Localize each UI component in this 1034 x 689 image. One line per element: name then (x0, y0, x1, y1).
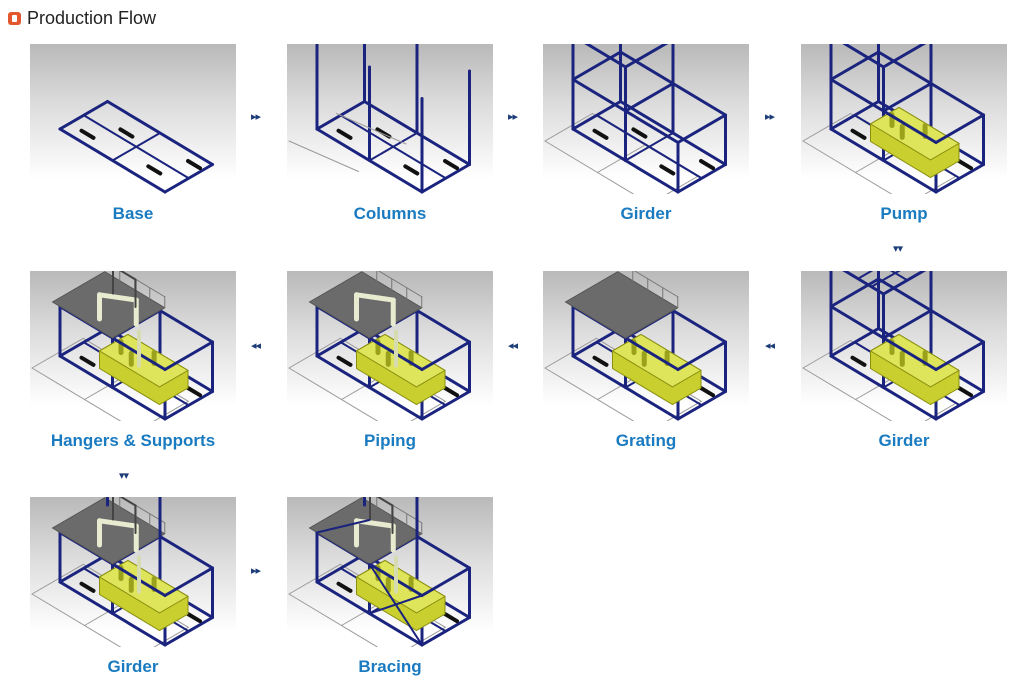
arrow-right-icon: ▸▸ (251, 111, 261, 123)
step-girder-1[interactable]: Girder (543, 44, 749, 224)
columns-illustration (287, 44, 493, 194)
girder-illustration (543, 44, 749, 194)
play-icon (8, 11, 21, 25)
frame-drawing (288, 497, 471, 647)
pump-illustration (801, 44, 1007, 194)
step-label: Piping (364, 431, 416, 450)
frame-drawing (288, 271, 471, 421)
step-grating[interactable]: Grating (543, 271, 749, 451)
step-label: Girder (878, 431, 930, 450)
step-label: Pump (880, 204, 928, 223)
arrow-down-icon: ▾▾ (893, 243, 903, 255)
piping-illustration (287, 271, 493, 421)
arrow-left-icon: ◂◂ (251, 340, 261, 352)
frame-drawing (288, 44, 471, 194)
base-illustration (30, 44, 236, 194)
step-label: Hangers & Supports (50, 431, 216, 450)
bracing-illustration (287, 497, 493, 647)
step-piping[interactable]: Piping (287, 271, 493, 451)
step-girder-3[interactable]: Girder (30, 497, 236, 677)
girder-illustration (801, 271, 1007, 421)
arrow-left-icon: ◂◂ (765, 340, 775, 352)
step-bracing[interactable]: Bracing (287, 497, 493, 677)
frame-drawing (31, 497, 214, 647)
step-label: Bracing (358, 657, 422, 676)
grating-illustration (543, 271, 749, 421)
step-label: Girder (620, 204, 672, 223)
step-columns[interactable]: Columns (287, 44, 493, 224)
frame-drawing (31, 271, 214, 421)
arrow-right-icon: ▸▸ (765, 111, 775, 123)
step-base[interactable]: Base (30, 44, 236, 224)
frame-drawing (544, 271, 727, 421)
frame-drawing (544, 44, 727, 194)
header: Production Flow (8, 6, 156, 30)
frame-drawing (58, 100, 214, 194)
step-pump[interactable]: Pump (801, 44, 1007, 224)
frame-drawing (802, 271, 985, 421)
page-title: Production Flow (27, 7, 157, 28)
arrow-left-icon: ◂◂ (508, 340, 518, 352)
step-label: Base (112, 204, 154, 223)
step-label: Girder (107, 657, 159, 676)
hangers-supports-illustration (30, 271, 236, 421)
step-label: Columns (353, 204, 427, 223)
girder-illustration (30, 497, 236, 647)
step-hangers-supports[interactable]: Hangers & Supports (30, 271, 236, 451)
arrow-down-icon: ▾▾ (119, 470, 129, 482)
arrow-right-icon: ▸▸ (508, 111, 518, 123)
frame-drawing (802, 44, 985, 194)
step-label: Grating (615, 431, 677, 450)
step-girder-2[interactable]: Girder (801, 271, 1007, 451)
arrow-right-icon: ▸▸ (251, 565, 261, 577)
